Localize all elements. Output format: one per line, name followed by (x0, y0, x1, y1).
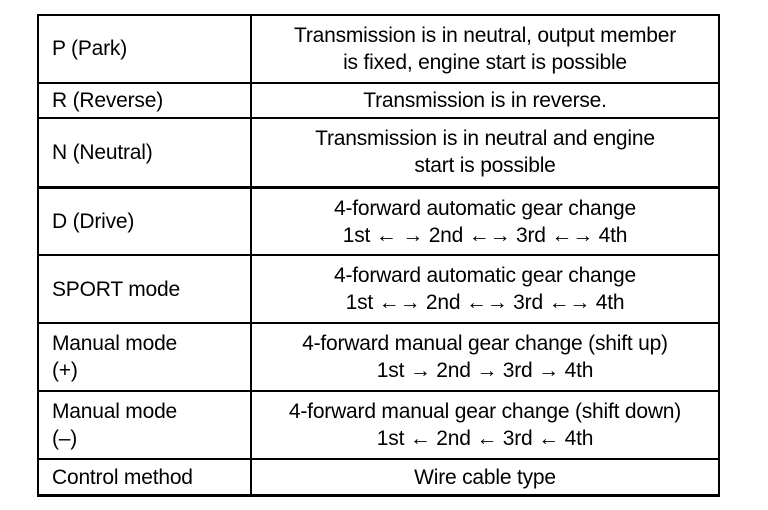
table-row-reverse: R (Reverse) Transmission is in reverse. (39, 81, 718, 117)
position-label-cell: P (Park) (39, 16, 252, 82)
position-description-cell: 4-forward automatic gear change 1st ← → … (252, 189, 718, 255)
position-label-cell: Manual mode (–) (39, 392, 252, 459)
table-row-control-method: Control method Wire cable type (39, 458, 718, 494)
position-label-cell: D (Drive) (39, 188, 252, 255)
description-line: start is possible (414, 154, 556, 178)
table-row-neutral: N (Neutral) Transmission is in neutral a… (39, 116, 718, 186)
position-description-cell: 4-forward automatic gear change 1st ←→ 2… (252, 256, 718, 322)
position-label: Control method (52, 465, 193, 489)
position-label-line2: (+) (52, 359, 78, 383)
description-line: Wire cable type (414, 465, 556, 489)
position-label-cell: R (Reverse) (39, 83, 252, 117)
position-label: R (Reverse) (52, 88, 163, 112)
gear-sequence-line: 1st ← 2nd ← 3rd ← 4th (376, 427, 594, 451)
position-label: SPORT mode (52, 277, 180, 301)
position-label-cell: Control method (39, 460, 252, 494)
description-line: is fixed, engine start is possible (343, 50, 627, 74)
description-line: Transmission is in neutral and engine (315, 127, 655, 151)
table-row-manual-mode-down: Manual mode (–) 4-forward manual gear ch… (39, 390, 718, 459)
position-label: Manual mode (52, 400, 178, 424)
position-label: P (Park) (52, 37, 128, 61)
position-label: D (Drive) (52, 210, 135, 234)
table-row-manual-mode-up: Manual mode (+) 4-forward manual gear ch… (39, 322, 718, 391)
position-label: Manual mode (52, 332, 178, 356)
description-line: 4-forward manual gear change (shift up) (302, 332, 668, 356)
description-line: 4-forward automatic gear change (334, 264, 636, 288)
position-label-cell: SPORT mode (39, 256, 252, 323)
position-description-cell: 4-forward manual gear change (shift down… (252, 392, 718, 458)
position-description-cell: 4-forward manual gear change (shift up) … (252, 324, 718, 390)
position-label-cell: Manual mode (+) (39, 324, 252, 391)
description-line: Transmission is in neutral, output membe… (293, 23, 676, 47)
description-line: 4-forward manual gear change (shift down… (288, 400, 682, 424)
position-description-cell: Transmission is in neutral, output membe… (252, 16, 718, 82)
gear-positions-table: P (Park) Transmission is in neutral, out… (37, 14, 720, 497)
table-row-drive: D (Drive) 4-forward automatic gear chang… (39, 185, 718, 255)
gear-sequence-line: 1st ← → 2nd ←→ 3rd ←→ 4th (342, 223, 628, 247)
position-label-cell: N (Neutral) (39, 118, 252, 186)
position-label-line2: (–) (52, 427, 78, 451)
description-line: Transmission is in reverse. (363, 88, 607, 112)
gear-sequence-line: 1st → 2nd → 3rd → 4th (376, 359, 594, 383)
position-label: N (Neutral) (52, 140, 153, 164)
table-row-park: P (Park) Transmission is in neutral, out… (39, 16, 718, 82)
description-line: 4-forward automatic gear change (334, 196, 636, 220)
table-row-sport-mode: SPORT mode 4-forward automatic gear chan… (39, 254, 718, 323)
position-description-cell: Wire cable type (252, 460, 718, 494)
position-description-cell: Transmission is in reverse. (252, 84, 718, 117)
position-description-cell: Transmission is in neutral and engine st… (252, 119, 718, 186)
gear-sequence-line: 1st ←→ 2nd ←→ 3rd ←→ 4th (345, 291, 625, 315)
